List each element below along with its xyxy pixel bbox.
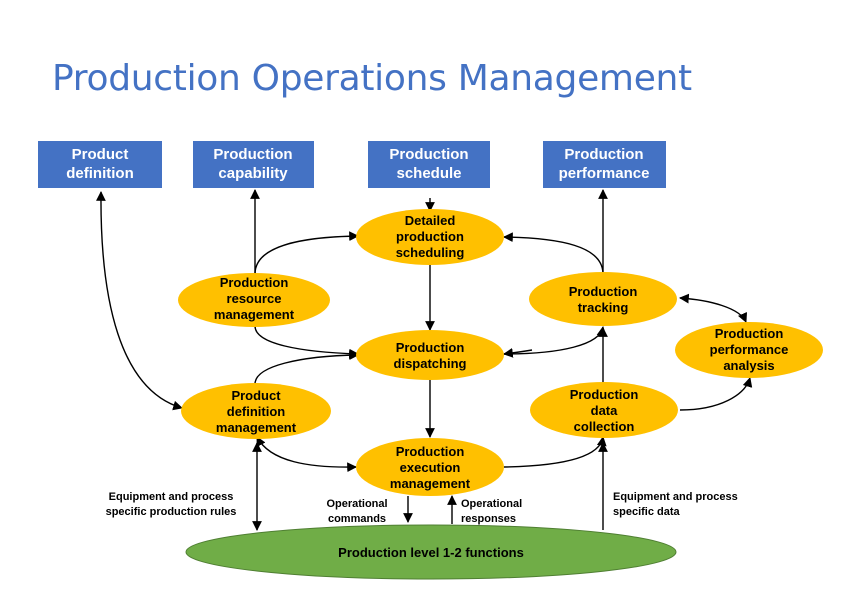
svg-text:management: management — [214, 307, 295, 322]
svg-text:specific production rules: specific production rules — [106, 506, 237, 518]
node-detailed-production-scheduling: Detailed production scheduling — [356, 209, 504, 265]
label-operational-commands: Operational commands — [326, 498, 387, 525]
node-production-dispatching: Production dispatching — [356, 330, 504, 380]
svg-text:Production level 1-2 functions: Production level 1-2 functions — [338, 545, 524, 560]
svg-text:definition: definition — [227, 404, 286, 419]
svg-text:production: production — [396, 229, 464, 244]
node-product-definition-management: Product definition management — [181, 383, 331, 439]
svg-text:resource: resource — [227, 291, 282, 306]
connectors — [96, 189, 753, 531]
svg-text:analysis: analysis — [723, 358, 774, 373]
node-production-resource-management: Production resource management — [178, 273, 330, 327]
page-title: Production Operations Management — [52, 58, 692, 99]
svg-text:Operational: Operational — [326, 498, 387, 510]
svg-text:Production: Production — [396, 444, 465, 459]
svg-text:performance: performance — [559, 165, 650, 182]
node-production-performance-analysis: Production performance analysis — [675, 322, 823, 378]
svg-text:tracking: tracking — [578, 300, 629, 315]
svg-text:execution: execution — [400, 460, 461, 475]
svg-text:Production: Production — [564, 146, 643, 163]
svg-text:Production: Production — [396, 340, 465, 355]
svg-text:Product: Product — [72, 146, 129, 163]
box-production-capability: Production capability — [193, 141, 314, 188]
svg-text:Production: Production — [213, 146, 292, 163]
label-operational-responses: Operational responses — [461, 498, 522, 525]
svg-text:Product: Product — [231, 388, 281, 403]
svg-text:responses: responses — [461, 513, 516, 525]
svg-text:specific data: specific data — [613, 506, 681, 518]
svg-text:collection: collection — [574, 419, 635, 434]
svg-text:capability: capability — [218, 165, 288, 182]
svg-text:performance: performance — [710, 342, 789, 357]
node-production-data-collection: Production data collection — [530, 382, 678, 438]
svg-text:Production: Production — [569, 284, 638, 299]
svg-text:dispatching: dispatching — [394, 356, 467, 371]
box-production-schedule: Production schedule — [368, 141, 490, 188]
svg-text:Production: Production — [389, 146, 468, 163]
svg-text:commands: commands — [328, 513, 386, 525]
box-product-definition: Product definition — [38, 141, 162, 188]
label-equipment-specific-data: Equipment and process specific data — [613, 491, 738, 518]
svg-text:schedule: schedule — [396, 165, 461, 182]
svg-text:Equipment and process: Equipment and process — [109, 491, 234, 503]
svg-text:Equipment and process: Equipment and process — [613, 491, 738, 503]
svg-text:Operational: Operational — [461, 498, 522, 510]
svg-text:Detailed: Detailed — [405, 213, 456, 228]
svg-text:management: management — [390, 476, 471, 491]
svg-text:Production: Production — [715, 326, 784, 341]
svg-text:Production: Production — [570, 387, 639, 402]
label-equipment-rules: Equipment and process specific productio… — [106, 491, 237, 518]
box-production-performance: Production performance — [543, 141, 666, 188]
svg-text:data: data — [591, 403, 619, 418]
node-production-tracking: Production tracking — [529, 272, 677, 326]
svg-text:Production: Production — [220, 275, 289, 290]
base-production-level-functions: Production level 1-2 functions — [185, 524, 677, 580]
svg-text:definition: definition — [66, 165, 134, 182]
svg-text:scheduling: scheduling — [396, 245, 465, 260]
node-production-execution-management: Production execution management — [356, 438, 504, 496]
svg-text:management: management — [216, 420, 297, 435]
